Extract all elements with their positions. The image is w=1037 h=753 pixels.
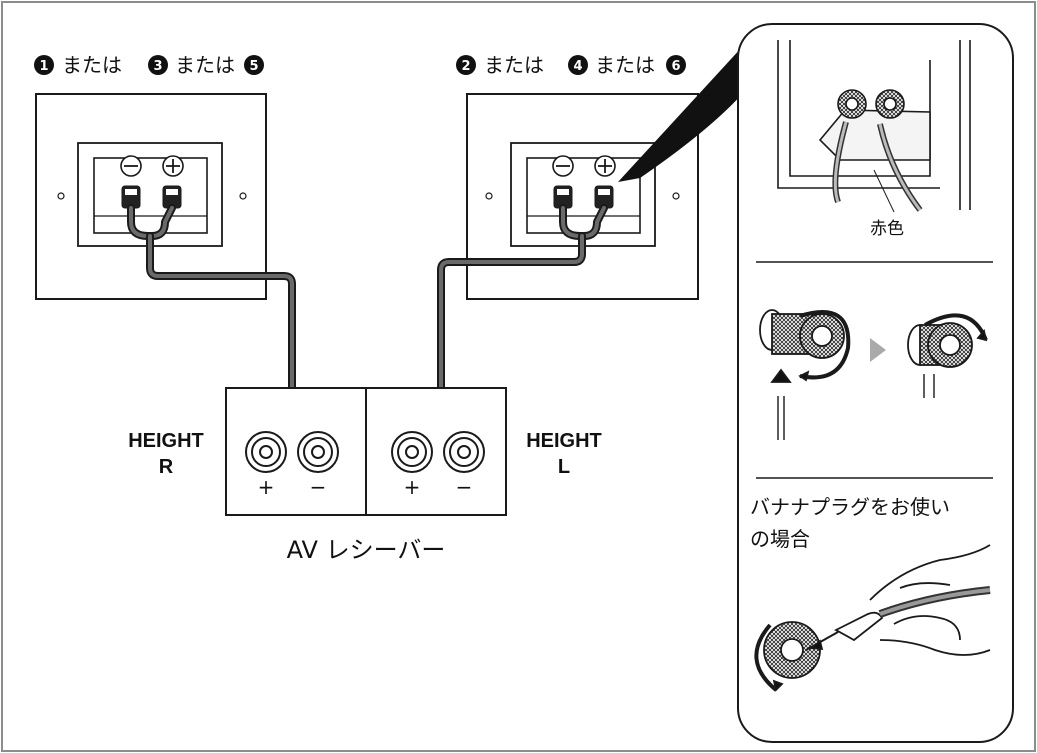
badge-3-text: 3 — [153, 59, 162, 74]
right-speaker-box — [466, 93, 699, 300]
height-l-label-line2: L — [558, 456, 570, 478]
plus-label-r: + — [258, 475, 275, 499]
or-text-2: または — [175, 53, 235, 77]
number-badge-4 — [568, 55, 588, 75]
binding-posts — [245, 431, 485, 473]
right-speaker-caption: 2 または 4 または 6 — [456, 53, 686, 77]
minus-label-l: − — [456, 475, 473, 499]
badge-6-text: 6 — [671, 59, 680, 74]
zoom-callout-wedge — [618, 34, 754, 182]
number-badge-2 — [456, 55, 476, 75]
screw-hole — [239, 192, 247, 200]
badge-2-text: 2 — [461, 59, 470, 74]
banana-plug-text-line1: バナナプラグをお使い — [750, 495, 950, 519]
screw-hole — [485, 192, 493, 200]
terminal-closeup — [777, 40, 971, 213]
number-badge-6 — [666, 55, 686, 75]
arrow-right-icon — [870, 338, 886, 362]
number-badge-5 — [244, 55, 264, 75]
height-l-label-line1: HEIGHT — [526, 430, 602, 452]
height-r-label-line1: HEIGHT — [128, 430, 204, 452]
banana-plug-illustration — [754, 544, 991, 692]
left-speaker-box — [35, 93, 267, 300]
badge-5-text: 5 — [249, 59, 258, 74]
detail-inset: 赤色 バナナプラグをお使い の場合 — [737, 23, 1014, 743]
or-text-4: または — [595, 53, 655, 77]
plus-label-l: + — [404, 475, 421, 499]
left-speaker — [35, 93, 267, 300]
screw-hole — [57, 192, 65, 200]
knob-turn-illustration — [759, 309, 988, 440]
or-text-3: または — [484, 53, 544, 77]
height-r-label-line2: R — [159, 456, 174, 478]
left-speaker-caption: 1 または 3 または 5 — [34, 53, 264, 77]
badge-1-text: 1 — [39, 59, 48, 74]
red-wire-label: 赤色 — [870, 219, 904, 239]
number-badge-1 — [34, 55, 54, 75]
receiver-name: AV レシーバー — [287, 536, 446, 564]
inset-frame — [737, 23, 1014, 743]
badge-4-text: 4 — [573, 59, 582, 74]
or-text-1: または — [62, 53, 122, 77]
banana-plug-text-line2: の場合 — [750, 527, 810, 551]
screw-hole — [672, 192, 680, 200]
av-receiver: + − + − AV レシーバー — [225, 387, 507, 564]
number-badge-3 — [148, 55, 168, 75]
minus-label-r: − — [310, 475, 327, 499]
